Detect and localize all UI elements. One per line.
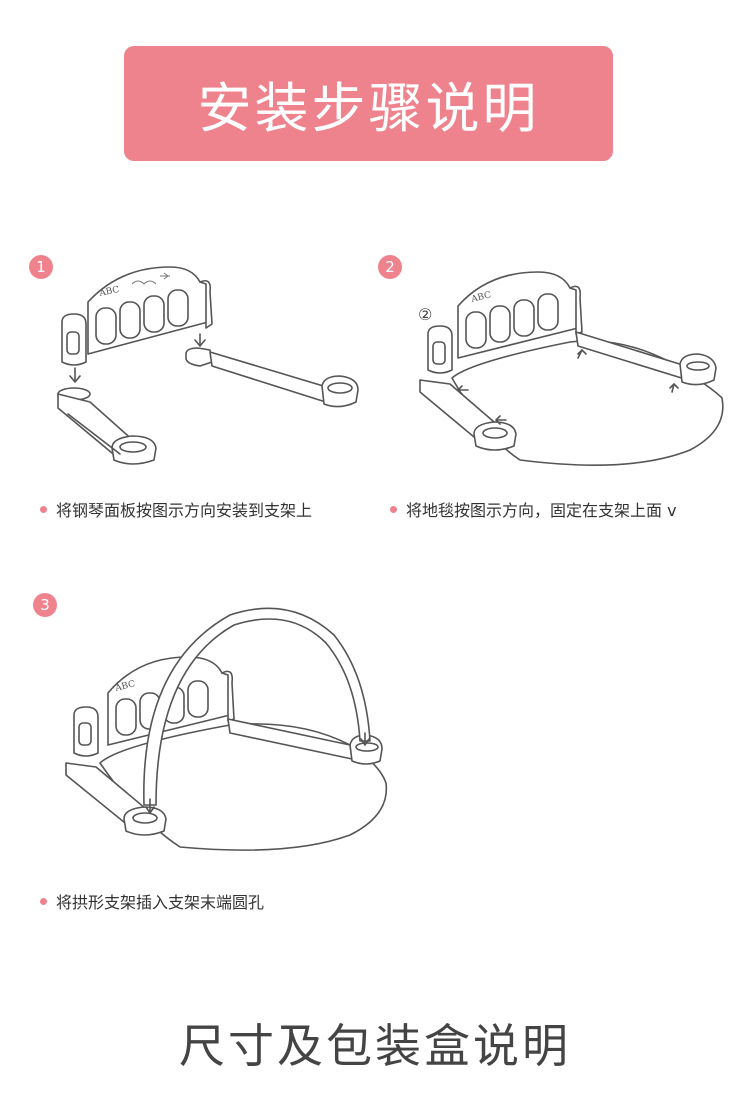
- step-3-caption: 将拱形支架插入支架末端圆孔: [40, 889, 264, 913]
- step-1-badge: 1: [29, 255, 53, 279]
- bullet-icon: [40, 897, 47, 905]
- bullet-icon: [40, 505, 47, 513]
- title-banner: 安装步骤说明: [124, 46, 613, 161]
- step-3-illustration: ABC: [65, 607, 388, 851]
- step-3-caption-text: 将拱形支架插入支架末端圆孔: [56, 893, 265, 912]
- page-title: 安装步骤说明: [197, 77, 540, 140]
- panel-letters: ABC: [98, 285, 121, 299]
- step-2-caption-text: 将地毯按图示方向，固定在支架上面 v: [406, 501, 677, 520]
- step-1-illustration: ABC: [57, 266, 359, 465]
- step-2-marker: ②: [418, 305, 432, 324]
- section-title: 尺寸及包装盒说明: [179, 1019, 571, 1073]
- step-2-caption: 将地毯按图示方向，固定在支架上面 v: [390, 497, 677, 521]
- step-2-badge: 2: [378, 255, 402, 279]
- panel-letters: ABC: [469, 290, 492, 305]
- step-1-caption-text: 将钢琴面板按图示方向安装到支架上: [56, 501, 313, 520]
- bullet-icon: [390, 505, 397, 513]
- step-1-caption: 将钢琴面板按图示方向安装到支架上: [40, 497, 312, 521]
- panel-letters: ABC: [113, 679, 136, 694]
- piano-panel: ABC: [87, 266, 213, 355]
- step-3-badge: 3: [33, 593, 57, 617]
- step-2-illustration: ② ABC: [418, 271, 724, 466]
